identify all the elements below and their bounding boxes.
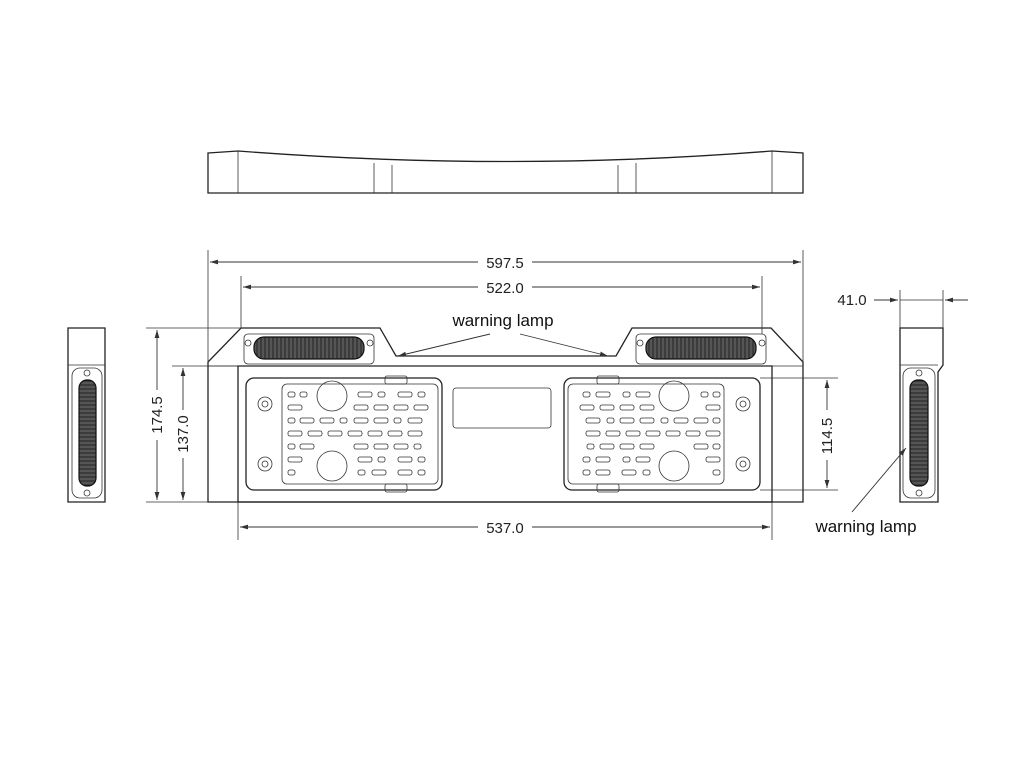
- center-recess: [452, 387, 552, 429]
- dim-597-5: 597.5: [486, 255, 524, 272]
- license-plate-holder-right: [563, 375, 761, 493]
- label-warning-lamp-top: warning lamp: [451, 311, 553, 330]
- top-view: [207, 150, 804, 194]
- dim-41-0: 41.0: [837, 292, 866, 309]
- callout-warning-lamp-side: warning lamp: [814, 447, 917, 536]
- dimension-lamp-span: 522.0: [240, 276, 763, 334]
- side-view-right: [899, 327, 944, 503]
- dimension-body-height: 137.0: [172, 365, 238, 500]
- dimension-depth: 41.0: [837, 290, 968, 328]
- front-view: [207, 327, 804, 503]
- dim-114-5: 114.5: [819, 418, 836, 454]
- dim-522-0: 522.0: [486, 280, 524, 297]
- dimension-plate-height: 114.5: [760, 377, 838, 491]
- dim-174-5: 174.5: [149, 396, 166, 434]
- warning-lamp-left: [243, 333, 375, 365]
- dimension-overall-height: 174.5: [146, 327, 241, 503]
- license-plate-holder-left: [245, 375, 443, 493]
- dimension-base-width: 537.0: [237, 502, 773, 540]
- side-view-left: [67, 327, 106, 503]
- dimension-overall-width: 597.5: [207, 250, 804, 362]
- label-warning-lamp-side: warning lamp: [814, 517, 916, 536]
- dim-537-0: 537.0: [486, 520, 524, 537]
- dim-137-0: 137.0: [175, 415, 192, 453]
- warning-lamp-right: [635, 333, 767, 365]
- callout-warning-lamp-front: warning lamp: [397, 311, 609, 357]
